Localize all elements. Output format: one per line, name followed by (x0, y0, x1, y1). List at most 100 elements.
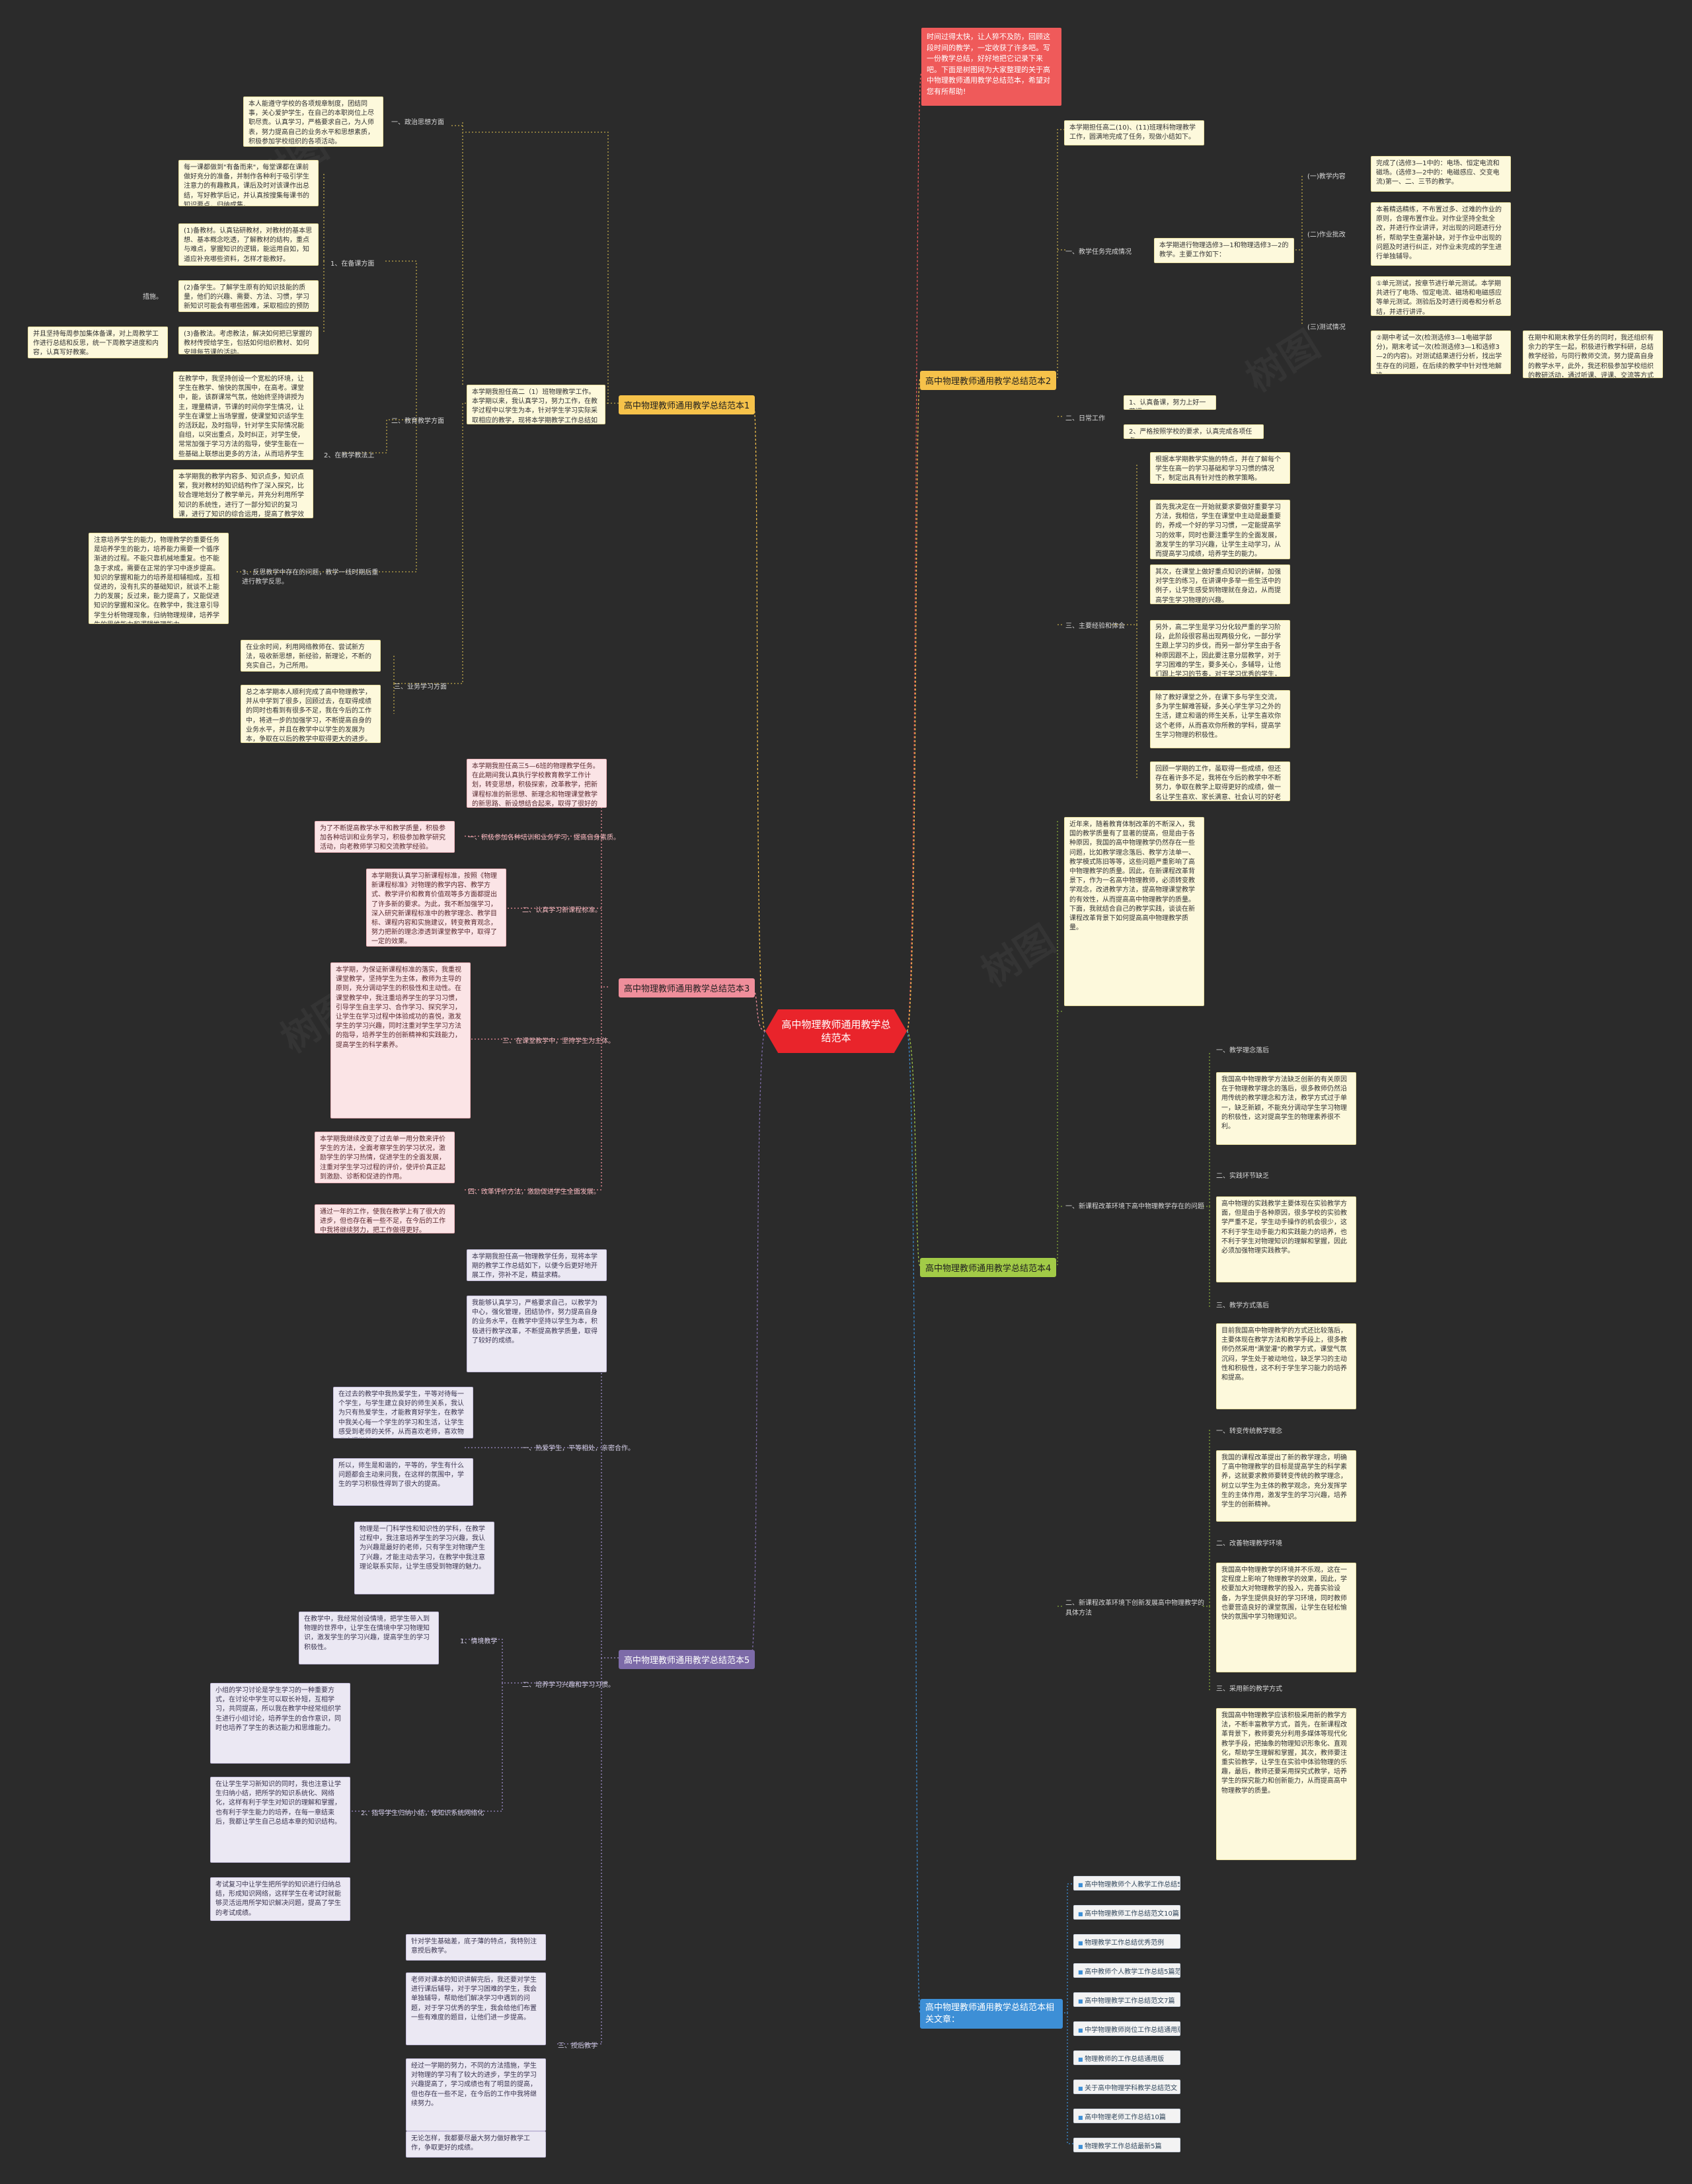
b1-politics-text: 本人能遵守学校的各项规章制度，团结同事，关心爱护学生，在自己的本职岗位上尽职尽责… (243, 97, 383, 147)
b5-summarize-a: 在让学生学习新知识的同时，我也注意让学生归纳小结，把所学的知识系统化、网络化，这… (210, 1777, 350, 1863)
b1-teaching-method[interactable]: 2、在教学教法上 (324, 452, 375, 459)
b5-summarize-b: 考试复习中让学生把所学的知识进行归纳总结，形成知识网络，这样学生在考试时就能够灵… (210, 1877, 350, 1921)
b1-study-a: 在业余时间，利用网络教师在、尝试新方法，吸收新思想，新经验，新理论，不断的充实自… (241, 640, 381, 672)
b4-improve-environment[interactable]: 二、改善物理教学环境 (1216, 1540, 1282, 1547)
b4-outdated-method-text: 目前我国高中物理教学的方式还比较落后，主要体现在教学方法和教学手段上，很多教师仍… (1216, 1323, 1356, 1409)
b2-experience-a: 根据本学期教学实施的特点，并在了解每个学生在高一的学习基础和学习习惯的情况下，制… (1150, 452, 1290, 484)
b2-section-tasks[interactable]: 一、教学任务完成情况 (1065, 249, 1132, 256)
b2-experience-c: 其次，在课堂上做好重点知识的讲解，加强对学生的练习，在讲课中多举一些生活中的例子… (1150, 565, 1290, 604)
b2-experience-d: 另外，高二学生是学习分化较严重的学习阶段，此阶段很容易出现两极分化，一部分学生跟… (1150, 620, 1290, 677)
b1-prep-d-side: 并且坚持每周参加集体备课，对上周教学工作进行总结和反思，统一下周教学进度和内容，… (28, 327, 168, 358)
related-link[interactable]: 高中物理教师工作总结范文10篇 (1073, 1905, 1180, 1920)
b5-group-text: 小组的学习讨论是学生学习的一种重要方式，在讨论中学生可以取长补短，互相学习，共同… (210, 1683, 350, 1764)
b2-testing-text-2: ②期中考试一次(检测选修3—1电磁学部分)，期末考试一次(检测选修3—1和选修3… (1371, 331, 1511, 374)
b5-section-interest[interactable]: 二、培养学习兴趣和学习习惯。 (522, 1682, 615, 1689)
b1-lesson-prep[interactable]: 1、在备课方面 (330, 260, 375, 268)
b1-prep-a: 每一课都做到"有备而来"，每堂课都在课前做好充分的准备，并制作各种利于吸引学生注… (178, 160, 319, 206)
related-link[interactable]: 高中物理教学工作总结范文7篇 (1073, 1992, 1180, 2007)
b2-testing-side: 在期中和期末教学任务的同时，我还组织有余力的学生一起，积极进行教学科研，总结教学… (1523, 331, 1663, 378)
intro-note: 时间过得太快，让人猝不及防，回顾这段时间的教学，一定收获了许多吧。写一份教学总结… (921, 28, 1061, 106)
b2-testing-text: ①单元测试，按章节进行单元测试。本学期共进行了电场、恒定电流、磁场和电磁感应等单… (1371, 276, 1511, 316)
b5-situational-text: 在教学中，我经常创设情境，把学生带入到物理的世界中，让学生在情境中学习物理知识，… (299, 1612, 439, 1664)
b4-section-problems[interactable]: 一、新课程改革环境下高中物理教学存在的问题 (1065, 1203, 1204, 1210)
b3-standards-text: 本学期我认真学习新课程标准，按照《物理新课程标准》对物理的教学内容、教学方式、教… (366, 869, 506, 947)
b5-section-love-students[interactable]: 一、热爱学生，平等相处，亲密合作。 (522, 1445, 634, 1452)
b1-section-politics[interactable]: 一、政治思想方面 (391, 119, 444, 126)
b5-interest-intro: 物理是一门科学性和知识性的学科，在教学过程中，我注意培养学生的学习兴趣，我认为兴… (354, 1522, 494, 1594)
b4-lack-practice[interactable]: 二、实践环节缺乏 (1216, 1173, 1269, 1180)
b2-teaching-content[interactable]: (一)教学内容 (1307, 173, 1346, 180)
b4-outdated-concept-text: 我国高中物理教学方法缺乏创新的有关原因在于物理教学理念的落后，很多教师仍然沿用传… (1216, 1072, 1356, 1145)
b1-reflection-text: 注意培养学生的能力，物理教学的重要任务是培养学生的能力，培养能力需要一个循序渐进… (89, 533, 229, 624)
b3-student-centered-text: 本学期，为保证新课程标准的落实，我重视课堂教学，坚持学生为主体，教师为主导的原则… (330, 962, 471, 1118)
b1-section-study[interactable]: 三、业务学习方面 (394, 683, 447, 691)
b2-daily-a: 1、认真备课，努力上好一节课。 (1124, 395, 1216, 410)
b2-homework[interactable]: (二)作业批改 (1307, 231, 1346, 239)
b4-section-methods[interactable]: 二、新课程改革环境下创新发展高中物理教学的具体方法 (1065, 1600, 1204, 1617)
related-link[interactable]: 高中物理教师个人教学工作总结5篇 (1073, 1876, 1180, 1891)
b2-tasks-text: 本学期进行物理选修3—1和物理选修3—2的教学。主要工作如下： (1154, 238, 1294, 263)
b1-intro: 本学期我担任高二（1）班物理教学工作。本学期以来，我认真学习，努力工作，在教学过… (467, 385, 605, 424)
b5-after-a: 针对学生基础差，底子薄的特点，我特别注意授后教学。 (406, 1934, 546, 1961)
b2-experience-e: 除了教好课堂之外，在课下多与学生交流，多为学生解难答疑，多关心学生学习之外的生活… (1150, 690, 1290, 748)
related-link[interactable]: 中学物理教师岗位工作总结通用版 (1073, 2021, 1180, 2036)
b4-outdated-method[interactable]: 三、教学方式落后 (1216, 1302, 1269, 1309)
b5-love-text: 在过去的教学中我热爱学生，平等对待每一个学生，与学生建立良好的师生关系，我认为只… (333, 1387, 473, 1438)
branch-summary-5[interactable]: 高中物理教师通用教学总结范本5 (619, 1650, 755, 1669)
b2-intro: 本学期担任高二(10)、(11)班理科物理教学工作，圆满地完成了任务，现做小结如… (1064, 120, 1204, 145)
b2-testing[interactable]: (三)测试情况 (1307, 324, 1346, 331)
b1-prep-c-tail: 措施。 (143, 293, 163, 301)
b5-after-d: 无论怎样，我都要尽最大努力做好教学工作，争取更好的成绩。 (406, 2131, 546, 2158)
branch-summary-4[interactable]: 高中物理教师通用教学总结范本4 (920, 1258, 1057, 1277)
b2-experience-b: 首先我决定在一开始就要求要做好重要学习方法，我相信，学生在课堂中主动是最重要的，… (1150, 500, 1290, 559)
b3-section-standards[interactable]: 二、认真学习新课程标准。 (522, 907, 601, 914)
b5-section-after-class[interactable]: 三、授后教学 (558, 2043, 597, 2050)
b5-after-b: 老师对课本的知识讲解完后，我还要对学生进行课后辅导，对于学习困难的学生，我会单独… (406, 1972, 546, 2045)
b1-reflection[interactable]: 3、反思教学中存在的问题，教学一线时期后重进行教学反思。 (242, 569, 379, 586)
related-link[interactable]: 关于高中物理学科教学总结范文 (1073, 2080, 1180, 2094)
b1-prep-b: (1)备教材。认真钻研教材，对教材的基本思想、基本概念吃透，了解教材的结构，重点… (178, 223, 319, 266)
b1-study-b: 总之本学期本人顺利完成了高中物理教学，并从中学到了很多，回顾过去，在取得成绩的同… (241, 685, 381, 743)
b3-evaluation-side: 通过一年的工作，使我在教学上有了很大的进步，但也存在着一些不足，在今后的工作中我… (315, 1204, 455, 1233)
b5-situational-teaching[interactable]: 1、情境教学 (460, 1638, 498, 1645)
branch-summary-1[interactable]: 高中物理教师通用教学总结范本1 (619, 395, 755, 414)
b4-change-concept-text: 我国的课程改革提出了新的教学理念，明确了高中物理教学的目标是提高学生的科学素养，… (1216, 1450, 1356, 1522)
b3-training-text: 为了不断提高教学水平和教学质量，积极参加各种培训和业务学习，积极参加教学研究活动… (315, 821, 455, 853)
b4-outdated-concept[interactable]: 一、教学理念落后 (1216, 1047, 1269, 1054)
b5-intro: 本学期我担任高一物理教学任务，现将本学期的教学工作总结如下，以便今后更好地开展工… (467, 1249, 607, 1281)
b4-intro: 近年来，随着教育体制改革的不断深入，我国的教学质量有了显著的提高，但是由于各种原… (1064, 817, 1204, 1006)
b1-prep-c: (2)备学生。了解学生原有的知识技能的质量，他们的兴趣、需要、方法、习惯，学习新… (178, 280, 319, 312)
b2-daily-b: 2、严格按照学校的要求，认真完成各项任务。 (1124, 424, 1264, 439)
b2-homework-text: 本着精选精练，不布置过多、过难的作业的原则，合理布置作业。对作业坚持全批全改，并… (1371, 202, 1511, 266)
b4-new-methods[interactable]: 三、采用新的教学方式 (1216, 1686, 1282, 1693)
b4-improve-environment-text: 我国高中物理教学的环境并不乐观，这在一定程度上影响了物理教学的效果，因此，学校要… (1216, 1563, 1356, 1672)
b1-method-b: 本学期我的教学内容多、知识点多，知识点繁，我对教材的知识结构作了深入探究，比较合… (173, 469, 313, 518)
b1-method-a: 在教学中，我坚持创设一个宽松的环境，让学生在教学、愉快的氛围中，在高考。课堂中，… (173, 371, 313, 460)
root-topic[interactable]: 高中物理教师通用教学总结范本 (765, 1009, 907, 1053)
b1-section-teaching[interactable]: 二、教育教学方面 (391, 418, 444, 425)
related-link[interactable]: 高中物理老师工作总结10篇 (1073, 2109, 1180, 2123)
b2-content-text: 完成了(选修3—1中的：电场、恒定电流和磁场。(选修3—2中的：电磁感应、交变电… (1371, 156, 1511, 192)
branch-related-articles[interactable]: 高中物理教师通用教学总结范本相关文章： (920, 1999, 1063, 2029)
b4-new-methods-text: 我国高中物理教学应该积极采用新的教学方法，不断丰富教学方式，首先，在新课程改革背… (1216, 1708, 1356, 1860)
branch-summary-3[interactable]: 高中物理教师通用教学总结范本3 (619, 978, 755, 997)
b4-lack-practice-text: 高中物理的实践教学主要体现在实验教学方面，但是由于各种原因，很多学校的实验教学严… (1216, 1196, 1356, 1282)
related-link[interactable]: 物理教学工作总结最新5篇 (1073, 2138, 1180, 2152)
b5-p1: 我能够认真学习，严格要求自己，以教学为中心，强化管理，团结协作，努力提高自身的业… (467, 1296, 607, 1372)
b5-after-c: 经过一学期的努力，不同的方法措施，学生对物理的学习有了较大的进步，学生的学习兴趣… (406, 2058, 546, 2131)
b5-love-text-2: 所以，师生是和谐的，平等的，学生有什么问题都会主动来问我，在这样的氛围中，学生的… (333, 1458, 473, 1506)
b5-summarize[interactable]: 2、指导学生归纳小结，使知识系统网络化 (361, 1810, 484, 1817)
b3-section-student-centered[interactable]: 三、在课堂教学中，坚持学生为主体。 (502, 1038, 615, 1045)
b2-experience-f: 回顾一学期的工作，虽取得一些成绩，但还存在着许多不足，我将在今后的教学中不断努力… (1150, 761, 1290, 801)
b3-section-training[interactable]: 一、积极参加各种培训和业务学习，提高自身素质。 (468, 834, 620, 841)
b3-intro: 本学期我担任高三5—6班的物理教学任务。在此期间我认真执行学校教育教学工作计划，… (467, 759, 607, 808)
related-link[interactable]: 物理教师的工作总结通用版 (1073, 2050, 1180, 2065)
b3-section-evaluation[interactable]: 四、改革评价方法，激励促进学生全面发展。 (468, 1189, 600, 1196)
b2-section-experience[interactable]: 三、主要经验和体会 (1065, 623, 1125, 630)
b2-section-daily[interactable]: 二、日常工作 (1065, 415, 1105, 422)
related-link[interactable]: 高中教师个人教学工作总结5篇范文 (1073, 1963, 1180, 1978)
b4-change-concept[interactable]: 一、转变传统教学理念 (1216, 1428, 1282, 1435)
branch-summary-2[interactable]: 高中物理教师通用教学总结范本2 (920, 371, 1057, 390)
related-link[interactable]: 物理教学工作总结优秀范例 (1073, 1934, 1180, 1949)
b3-evaluation-text: 本学期我继续改变了过去单一用分数来评价学生的方法，全面考察学生的学习状况，激励学… (315, 1132, 455, 1183)
